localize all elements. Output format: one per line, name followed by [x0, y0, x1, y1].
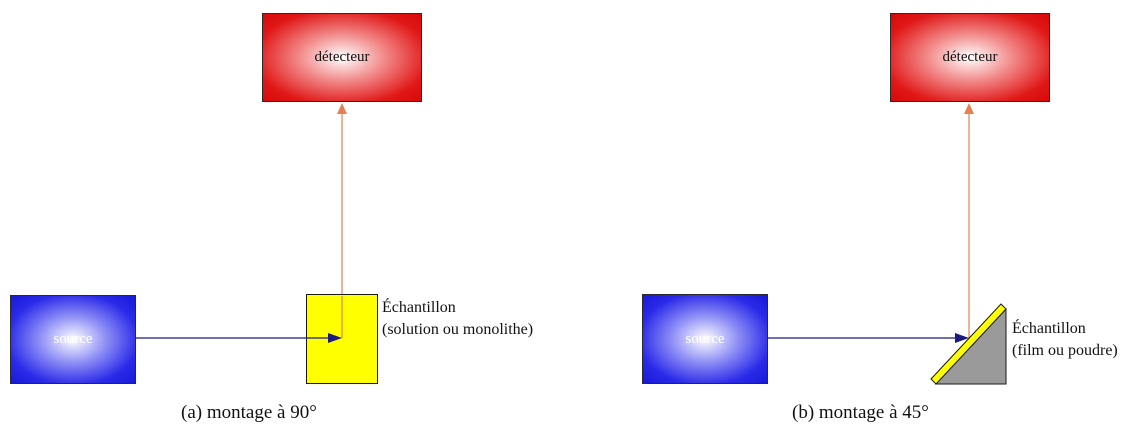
panel-45-degree: détecteur source Échantillon (film ou po…: [580, 0, 1146, 433]
sample-label-line1: Échantillon: [382, 299, 456, 316]
source-box: source: [642, 294, 768, 384]
excitation-arrowhead: [955, 333, 969, 343]
caption: (a) montage à 90°: [181, 402, 317, 423]
excitation-arrowhead-top: [328, 333, 342, 343]
sample-cuvette: [306, 294, 378, 384]
panel-90-degree: détecteur source Échantillon (solution o…: [10, 13, 533, 423]
detector-box: détecteur: [890, 13, 1050, 102]
sample-label: Échantillon (film ou poudre): [1012, 318, 1118, 362]
detector-box: détecteur: [262, 13, 422, 102]
beam-overlay: [306, 296, 343, 343]
sample-film: [930, 303, 1007, 385]
detector-label: détecteur: [314, 49, 370, 65]
sample-label-line2: (film ou poudre): [1012, 342, 1118, 359]
emission-arrowhead: [337, 103, 347, 114]
beam-paths: [768, 103, 1007, 385]
source-label: source: [53, 331, 93, 347]
emission-arrowhead: [964, 103, 974, 114]
source-label: source: [685, 330, 725, 347]
sample-label: Échantillon (solution ou monolithe): [382, 297, 533, 341]
caption: (b) montage à 45°: [792, 402, 929, 423]
detector-label: détecteur: [942, 49, 998, 65]
sample-label-line1: Échantillon: [1012, 320, 1086, 337]
source-box: source: [10, 295, 136, 384]
sample-label-line2: (solution ou monolithe): [382, 321, 534, 338]
